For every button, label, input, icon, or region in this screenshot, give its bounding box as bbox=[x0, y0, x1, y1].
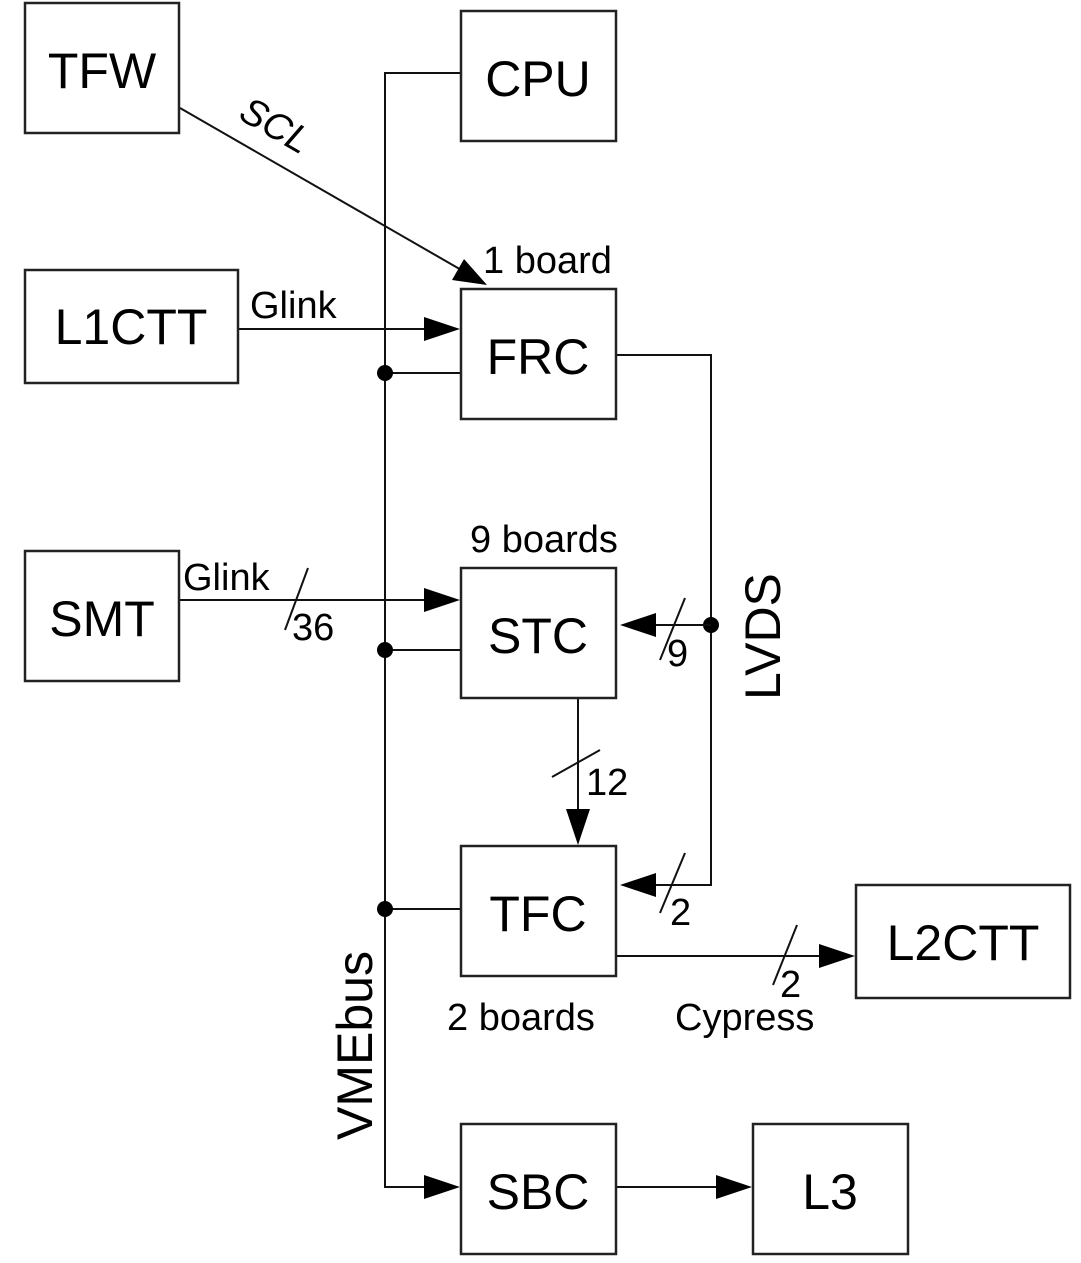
box-cpu-label: CPU bbox=[485, 51, 591, 107]
stc-tfc-width-label: 12 bbox=[586, 762, 628, 804]
lvds-tfc-width-label: 2 bbox=[670, 892, 691, 934]
box-smt: SMT bbox=[23, 549, 181, 683]
cypress-width-slash bbox=[772, 924, 798, 986]
tfc-boards-label: 2 boards bbox=[447, 997, 595, 1039]
stc-bus-junction bbox=[377, 642, 393, 658]
box-cpu: CPU bbox=[459, 9, 618, 143]
box-tfc-label: TFC bbox=[489, 886, 586, 942]
cypress-arrowhead bbox=[819, 944, 855, 968]
smt-glink-label: Glink bbox=[183, 557, 271, 599]
cypress-label: Cypress bbox=[675, 997, 814, 1039]
scl-line bbox=[179, 107, 471, 276]
lvds-label: LVDS bbox=[735, 573, 791, 700]
vmebus-sbc-arrowhead bbox=[424, 1175, 460, 1199]
box-smt-label: SMT bbox=[49, 591, 155, 647]
lvds-stc-width-label: 9 bbox=[667, 633, 688, 675]
box-l1ctt-label: L1CTT bbox=[55, 299, 208, 355]
frc-boards-label: 1 board bbox=[483, 240, 612, 282]
box-l3-label: L3 bbox=[802, 1164, 858, 1220]
cypress-width-label: 2 bbox=[780, 964, 801, 1006]
lvds-line bbox=[617, 354, 712, 886]
box-tfc: TFC bbox=[459, 844, 618, 978]
box-stc-label: STC bbox=[488, 608, 588, 664]
l1ctt-glink-label: Glink bbox=[250, 285, 338, 327]
box-tfw-label: TFW bbox=[48, 43, 157, 99]
stc-boards-label: 9 boards bbox=[470, 519, 618, 561]
scl-arrowhead bbox=[452, 259, 487, 285]
tfc-bus-junction bbox=[377, 901, 393, 917]
box-sbc-label: SBC bbox=[487, 1164, 590, 1220]
smt-width-label: 36 bbox=[292, 607, 334, 649]
vmebus-label: VMEbus bbox=[327, 951, 383, 1140]
scl-label: SCL bbox=[233, 89, 318, 162]
box-l1ctt: L1CTT bbox=[23, 268, 240, 385]
stc-tfc-arrowhead bbox=[566, 809, 590, 845]
box-tfw: TFW bbox=[23, 1, 181, 135]
lvds-stc-width-slash bbox=[659, 597, 686, 661]
smt-width-slash bbox=[284, 567, 309, 631]
box-sbc: SBC bbox=[459, 1122, 618, 1256]
box-frc-label: FRC bbox=[487, 329, 590, 385]
sbc-l3-arrowhead bbox=[716, 1175, 752, 1199]
l1ctt-glink-arrowhead bbox=[424, 317, 460, 341]
box-stc: STC bbox=[459, 566, 618, 700]
box-l3: L3 bbox=[751, 1122, 910, 1256]
smt-glink-arrowhead bbox=[424, 588, 460, 612]
vmebus-line bbox=[384, 72, 460, 1188]
lvds-tfc-width-slash bbox=[659, 852, 686, 914]
box-l2ctt: L2CTT bbox=[854, 883, 1072, 1000]
frc-bus-junction bbox=[377, 365, 393, 381]
box-frc: FRC bbox=[459, 287, 618, 421]
box-l2ctt-label: L2CTT bbox=[887, 915, 1040, 971]
stc-tfc-width-slash bbox=[551, 749, 601, 778]
lvds-tfc-arrowhead bbox=[620, 873, 656, 897]
lvds-stc-arrowhead bbox=[620, 613, 656, 637]
